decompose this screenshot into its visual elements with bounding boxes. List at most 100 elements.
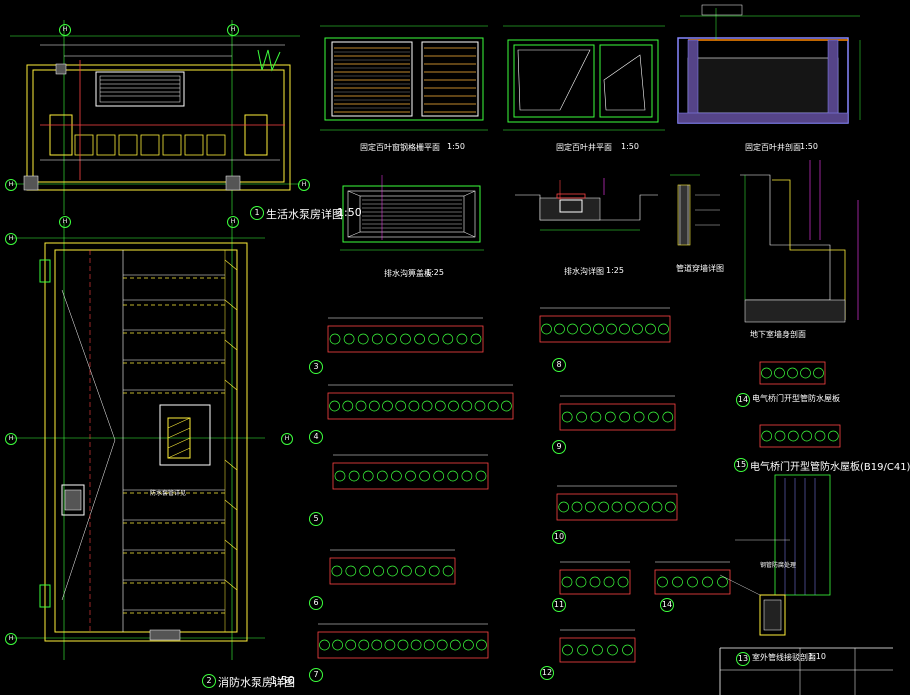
sleeve-circle xyxy=(362,470,374,482)
sleeve-circle xyxy=(632,323,643,335)
sleeve-circle xyxy=(664,501,676,513)
sleeve-circle xyxy=(645,323,656,335)
sleeve-circle xyxy=(329,333,341,345)
sleeve-circle xyxy=(442,565,454,577)
sleeve-circle xyxy=(761,430,773,442)
title-cleanout-section-scale: 1:50 xyxy=(800,142,818,151)
sleeve-circle xyxy=(428,333,440,345)
sleeve-circle xyxy=(761,367,772,379)
title-grille-plan: 固定百叶窗钢格栅平面 xyxy=(360,143,440,152)
sleeve-circle xyxy=(342,400,354,412)
sleeve-circle xyxy=(461,400,473,412)
detail-13 xyxy=(719,474,893,695)
sleeve-circle xyxy=(658,323,669,335)
callout-12: 12 xyxy=(540,666,554,680)
callout-5: 5 xyxy=(309,512,323,526)
sleeve-circle xyxy=(400,333,411,345)
axis-bubble: H xyxy=(5,633,17,645)
sleeve-circle xyxy=(606,323,617,335)
sleeve-circle xyxy=(593,323,604,335)
sleeve-circle xyxy=(814,430,826,442)
sleeve-circle xyxy=(554,323,565,335)
callout-6: 6 xyxy=(309,596,323,610)
axis-bubble: H xyxy=(5,179,17,191)
sleeve-circle xyxy=(332,639,343,651)
sleeve-circle xyxy=(576,411,587,423)
sleeve-circle xyxy=(371,639,383,651)
note-a: 防水套管详见 xyxy=(150,490,187,497)
sleeve-circle xyxy=(577,644,588,656)
axis-bubble: H xyxy=(227,216,239,228)
callout-7: 7 xyxy=(309,668,323,682)
sleeve-circle xyxy=(651,501,663,513)
title-basement-wall: 地下室墙身剖面 xyxy=(750,330,806,339)
sleeve-circle xyxy=(461,470,473,482)
sleeve-circle xyxy=(358,639,370,651)
sleeve-circle xyxy=(345,565,357,577)
sleeve-circle xyxy=(476,639,487,651)
sleeve-circle xyxy=(421,400,433,412)
sleeve-circle xyxy=(331,565,343,577)
sleeve-circle xyxy=(604,411,616,423)
sleeve-circle xyxy=(359,565,371,577)
cleanout-plan xyxy=(503,25,665,131)
callout-4: 4 xyxy=(309,430,323,444)
sleeve-circle xyxy=(386,333,397,345)
sleeve-circle xyxy=(590,411,602,423)
sleeve-circle xyxy=(611,501,623,513)
drain-cover xyxy=(340,175,484,251)
axis-bubble: H xyxy=(59,24,71,36)
plan-2 xyxy=(10,222,265,660)
sleeve-circle xyxy=(447,470,459,482)
title-drain-section: 排水沟详图 xyxy=(564,267,604,276)
callout-13: 13 xyxy=(736,652,750,666)
sleeve-rows xyxy=(317,307,841,663)
title-drain-cover-scale: 1:25 xyxy=(426,268,444,277)
sleeve-circle xyxy=(401,565,412,577)
sleeve-circle xyxy=(648,411,659,423)
sleeve-circle xyxy=(584,501,596,513)
callout-9: 9 xyxy=(552,440,566,454)
sleeve-circle xyxy=(774,430,786,442)
callout-14b: 14 xyxy=(736,393,750,407)
sleeve-circle xyxy=(434,400,446,412)
sleeve-circle xyxy=(448,400,459,412)
sleeve-circle xyxy=(501,400,512,412)
axis-bubble: H xyxy=(298,179,310,191)
sleeve-circle xyxy=(329,400,340,412)
title-cleanout-section: 固定百叶井剖面 xyxy=(745,143,801,152)
callout-15: 15 xyxy=(734,458,748,472)
sleeve-circle xyxy=(334,470,346,482)
sleeve-circle xyxy=(575,576,587,588)
grille-plan xyxy=(320,25,488,131)
sleeve-circle xyxy=(603,576,615,588)
cleanout-section xyxy=(677,4,861,124)
sleeve-circle xyxy=(541,323,552,335)
sleeve-circle xyxy=(442,333,454,345)
sleeve-circle xyxy=(717,576,728,588)
sleeve-circle xyxy=(638,501,650,513)
title-grille-plan-scale: 1:50 xyxy=(447,142,465,151)
sleeve-circle xyxy=(423,639,435,651)
sleeve-circle xyxy=(387,565,398,577)
title-1-scale: 1:50 xyxy=(337,206,362,219)
sleeve-circle xyxy=(622,644,633,656)
sleeve-circle xyxy=(405,470,416,482)
sleeve-circle xyxy=(624,501,636,513)
sleeve-circle xyxy=(419,470,430,482)
sleeve-circle xyxy=(561,576,573,588)
sleeve-circle xyxy=(633,411,645,423)
sleeve-circle xyxy=(813,367,824,379)
axis-bubble: H xyxy=(5,233,17,245)
sleeve-circle xyxy=(414,333,425,345)
sleeve-circle xyxy=(382,400,393,412)
sleeve-circle xyxy=(657,576,668,588)
sleeve-circle xyxy=(345,639,357,651)
title-cleanout-plan-scale: 1:50 xyxy=(621,142,639,151)
sleeve-circle xyxy=(414,565,426,577)
sleeve-circle xyxy=(800,367,811,379)
sleeve-circle xyxy=(456,333,468,345)
sleeve-circle xyxy=(373,565,384,577)
